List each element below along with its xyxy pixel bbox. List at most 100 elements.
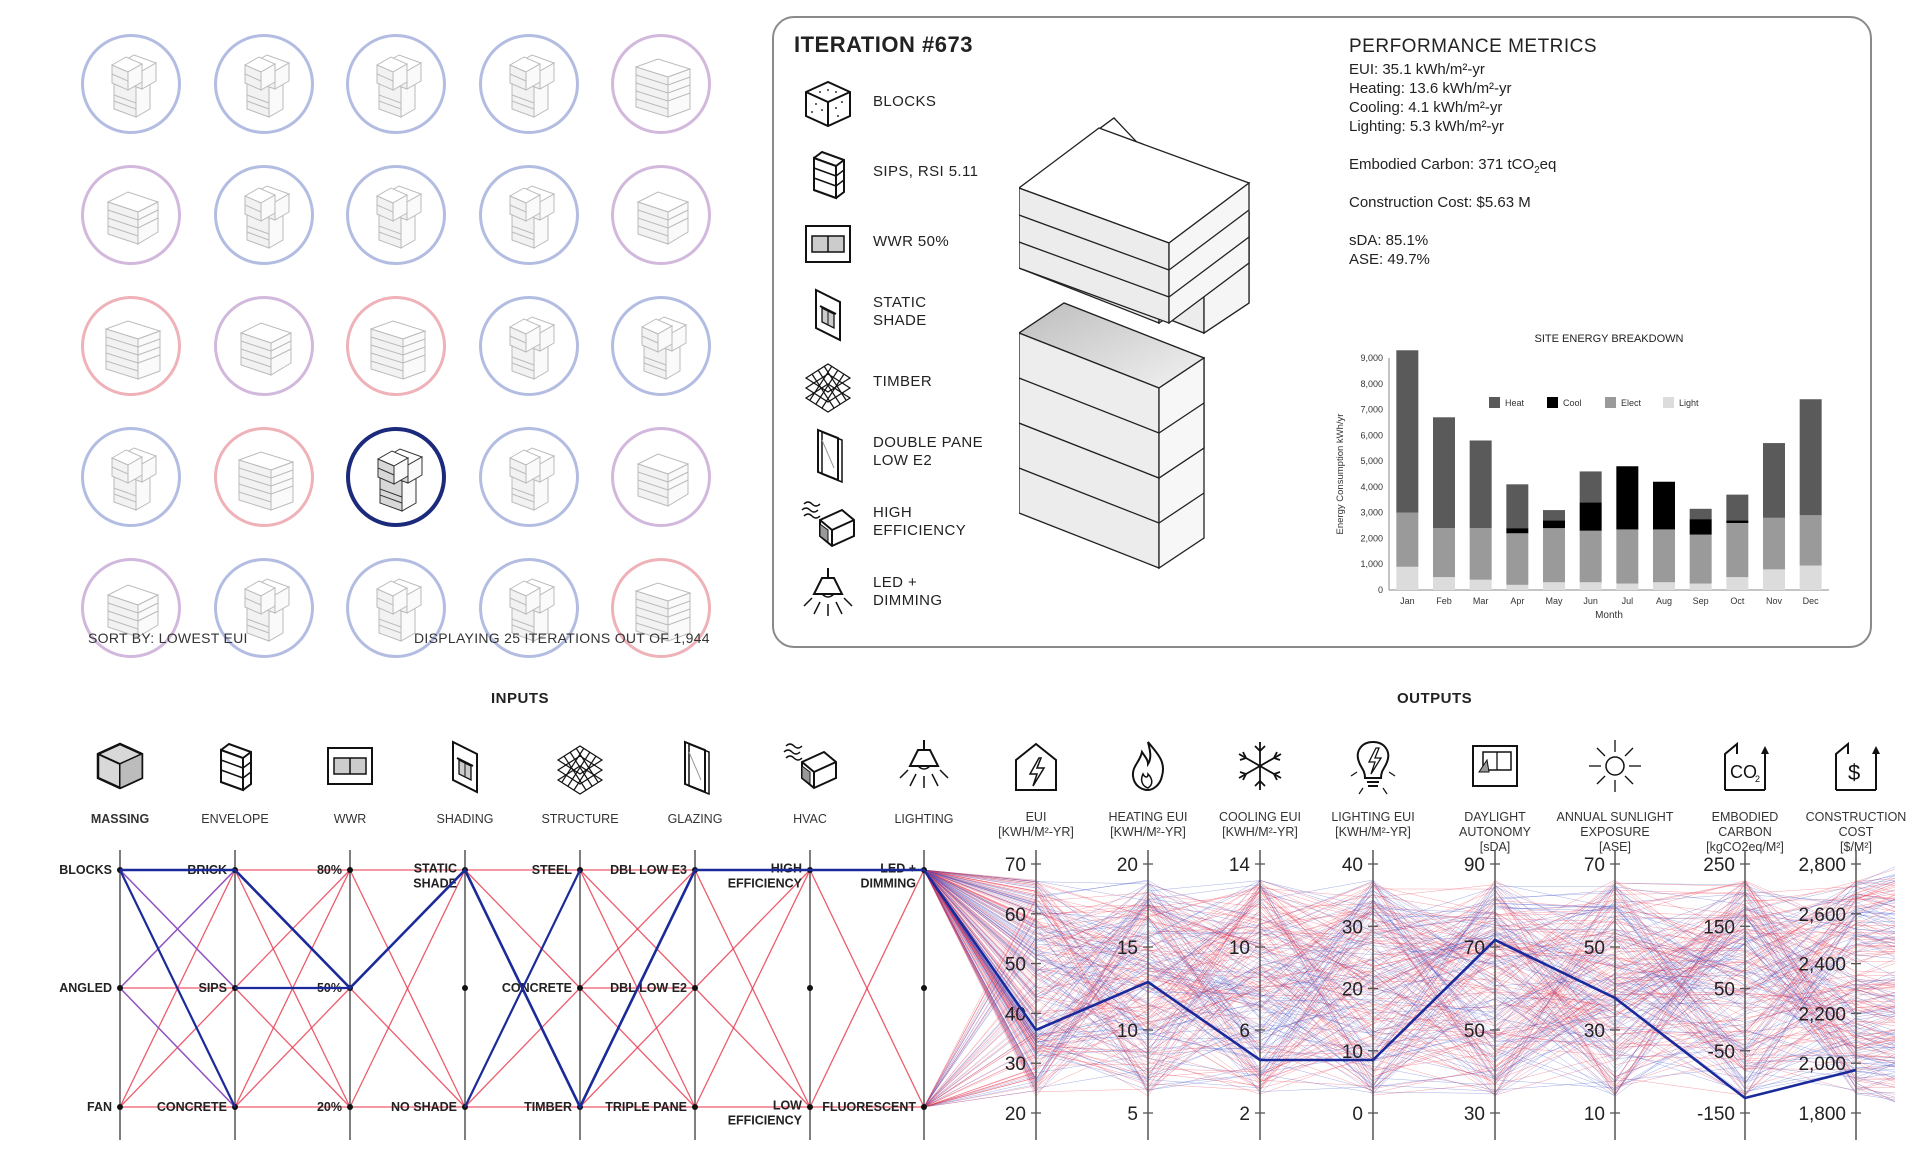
iteration-line bbox=[923, 869, 1896, 1072]
iteration-thumbnail[interactable] bbox=[81, 558, 181, 658]
parallel-coordinates-plot[interactable]: 7060504030202015105141062403020100907050… bbox=[0, 850, 1925, 1155]
input-column-0[interactable] bbox=[80, 728, 160, 804]
category-label: STEEL bbox=[532, 863, 573, 877]
iteration-line bbox=[923, 869, 1896, 1080]
iteration-thumbnail[interactable] bbox=[346, 558, 446, 658]
axis-tick-label: 30 bbox=[1584, 1021, 1605, 1042]
iteration-thumbnail[interactable] bbox=[611, 165, 711, 265]
output-column-label: COOLING EUI[KWH/M²-YR] bbox=[1219, 810, 1301, 839]
axis-tick-label: 2 bbox=[1239, 1104, 1250, 1125]
iteration-line bbox=[923, 869, 1896, 1087]
iteration-thumbnail[interactable] bbox=[611, 296, 711, 396]
iteration-thumbnail[interactable] bbox=[213, 34, 314, 134]
x-tick-label: Jul bbox=[1622, 596, 1634, 606]
iteration-line bbox=[923, 869, 1896, 1076]
iteration-line bbox=[923, 897, 1037, 1108]
bar-segment-heat bbox=[1689, 508, 1712, 520]
massing-thumbnail-icon bbox=[110, 54, 158, 118]
iteration-thumbnail[interactable] bbox=[213, 558, 314, 658]
category-label: TRIPLE PANE bbox=[605, 1100, 687, 1114]
legend-label: Elect bbox=[1621, 398, 1642, 408]
iteration-thumbnail[interactable] bbox=[478, 558, 579, 658]
output-column-7[interactable]: $ bbox=[1816, 728, 1896, 804]
category-label: NO SHADE bbox=[391, 1100, 457, 1114]
axis-node bbox=[692, 985, 698, 991]
metric-cooling: Cooling: 4.1 kWh/m²-yr bbox=[1349, 99, 1503, 116]
iteration-line bbox=[923, 869, 1896, 1074]
input-link bbox=[464, 869, 581, 1108]
output-column-2[interactable] bbox=[1220, 728, 1300, 804]
iteration-thumbnail[interactable] bbox=[81, 427, 181, 527]
input-column-5[interactable] bbox=[655, 728, 735, 804]
output-column-4[interactable] bbox=[1455, 728, 1535, 804]
output-column-3[interactable] bbox=[1333, 728, 1413, 804]
sort-selector[interactable]: SORT BY: LOWEST EUI bbox=[88, 630, 248, 646]
iteration-thumbnail[interactable] bbox=[213, 165, 314, 265]
iteration-thumbnail[interactable] bbox=[346, 296, 446, 396]
iteration-line bbox=[923, 869, 1896, 1091]
input-column-4[interactable] bbox=[540, 728, 620, 804]
iteration-thumbnail[interactable] bbox=[213, 427, 314, 527]
input-column-6[interactable] bbox=[770, 728, 850, 804]
input-column-7[interactable] bbox=[884, 728, 964, 804]
iteration-thumbnail[interactable] bbox=[213, 296, 314, 396]
iteration-thumbnail[interactable] bbox=[346, 34, 446, 134]
iteration-line bbox=[923, 1001, 1037, 1108]
iteration-line bbox=[923, 869, 1896, 1087]
iteration-line bbox=[923, 869, 1896, 1048]
axis-tick-label: 70 bbox=[1584, 855, 1605, 876]
axis-tick-label: -50 bbox=[1708, 1042, 1735, 1063]
iteration-thumbnail[interactable] bbox=[611, 34, 711, 134]
iteration-thumbnail-selected[interactable] bbox=[346, 427, 446, 527]
output-column-1[interactable] bbox=[1108, 728, 1188, 804]
iteration-line bbox=[923, 869, 1896, 1078]
iteration-thumbnail[interactable] bbox=[478, 34, 579, 134]
iteration-line bbox=[923, 1081, 1037, 1108]
input-column-1[interactable] bbox=[195, 728, 275, 804]
metric-embodied-carbon: Embodied Carbon: 371 tCO2eq bbox=[1349, 156, 1557, 176]
iteration-line bbox=[923, 869, 1896, 1065]
iteration-line bbox=[923, 869, 1896, 1066]
iteration-thumbnail[interactable] bbox=[81, 34, 181, 134]
iteration-line bbox=[923, 869, 1896, 1064]
iteration-line bbox=[923, 869, 1896, 1090]
bar-segment-elect bbox=[1653, 529, 1675, 583]
iteration-thumbnail[interactable] bbox=[478, 296, 579, 396]
iteration-thumbnail[interactable] bbox=[81, 165, 181, 265]
iteration-thumbnail[interactable] bbox=[346, 165, 446, 265]
iteration-thumbnail[interactable] bbox=[81, 296, 181, 396]
axis-tick-label: 10 bbox=[1584, 1104, 1605, 1125]
bar-segment-heat bbox=[1579, 471, 1602, 503]
iteration-line bbox=[923, 869, 1896, 1054]
output-column-0[interactable] bbox=[996, 728, 1076, 804]
massing-icon bbox=[96, 742, 144, 790]
bar-segment-heat bbox=[1469, 440, 1492, 529]
iteration-thumbnail[interactable] bbox=[611, 427, 711, 527]
iteration-line bbox=[923, 1022, 1037, 1108]
bar-segment-elect bbox=[1396, 512, 1419, 567]
iteration-thumbnail[interactable] bbox=[611, 558, 711, 658]
iteration-line bbox=[923, 869, 1896, 1089]
window-icon bbox=[805, 225, 851, 263]
bar-segment-elect bbox=[1616, 529, 1639, 584]
iteration-line bbox=[923, 937, 1037, 1108]
iteration-line bbox=[923, 869, 1896, 1004]
envelope-icon bbox=[220, 742, 252, 792]
iteration-thumbnail[interactable] bbox=[478, 427, 579, 527]
iteration-line bbox=[923, 869, 1896, 1071]
input-link bbox=[119, 869, 236, 1108]
output-column-5[interactable] bbox=[1575, 728, 1655, 804]
iteration-thumbnail[interactable] bbox=[478, 165, 579, 265]
bar-segment-heat bbox=[1433, 417, 1455, 529]
input-column-2[interactable] bbox=[310, 728, 390, 804]
iteration-line bbox=[923, 869, 1896, 1062]
y-tick-label: 3,000 bbox=[1360, 508, 1383, 518]
legend-swatch bbox=[1663, 397, 1674, 408]
iteration-line bbox=[923, 937, 1037, 1108]
input-column-3[interactable] bbox=[425, 728, 505, 804]
axis-tick-label: 30 bbox=[1005, 1054, 1026, 1075]
envelope-icon bbox=[813, 150, 845, 200]
